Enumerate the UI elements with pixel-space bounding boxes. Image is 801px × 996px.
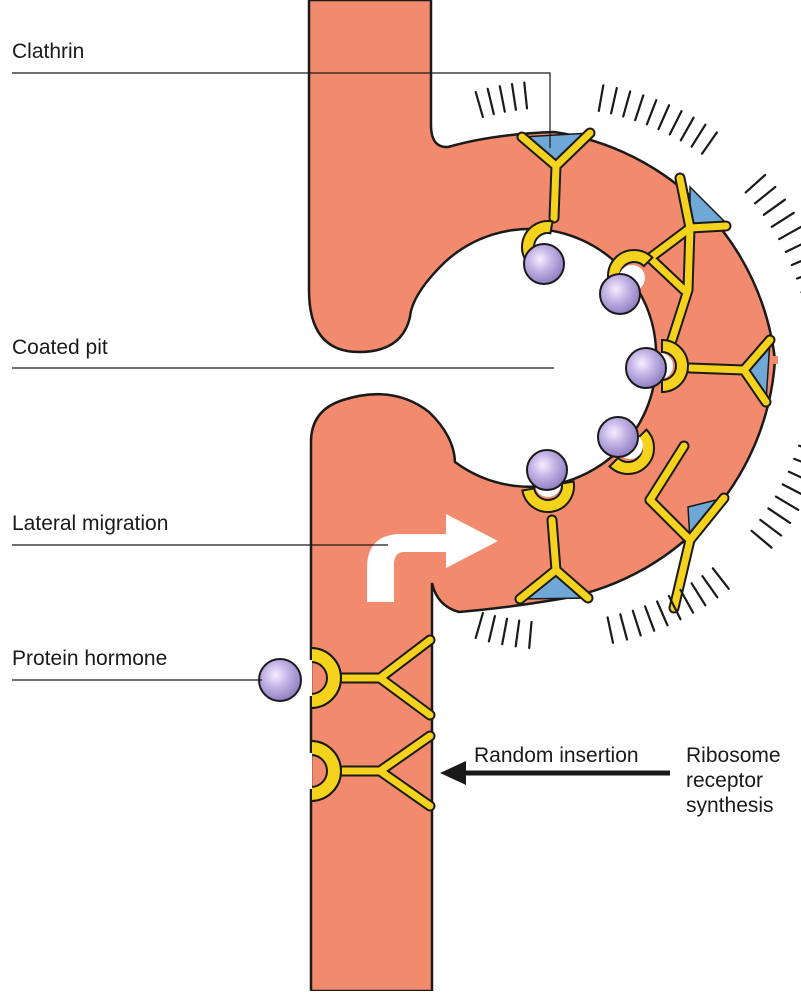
bristle — [670, 111, 682, 134]
bristle — [476, 613, 483, 638]
hormone-bound — [600, 274, 640, 314]
label-protein-hormone: Protein hormone — [12, 647, 167, 670]
bristle — [713, 568, 729, 589]
bristle — [746, 175, 765, 192]
bristle — [599, 85, 604, 111]
bristle — [488, 89, 494, 114]
bristle — [657, 602, 667, 626]
bristle — [760, 520, 781, 536]
bristle — [645, 606, 654, 630]
bristle — [512, 84, 516, 110]
hormone-bound — [626, 348, 666, 388]
bristle — [516, 621, 520, 647]
protein-hormone-free — [259, 659, 301, 701]
bristle — [529, 622, 531, 648]
label-coated-pit: Coated pit — [12, 336, 108, 359]
hormone-bound — [598, 417, 638, 457]
bristle — [500, 86, 505, 112]
bristle — [789, 472, 801, 483]
label-ribosome-line1: Ribosome — [686, 744, 781, 767]
hormone-bound — [524, 244, 564, 284]
bristle — [635, 95, 643, 120]
bristle — [702, 132, 717, 153]
bristle — [794, 459, 801, 468]
bristle — [768, 508, 790, 523]
bristle — [752, 531, 772, 548]
bristle — [502, 619, 507, 645]
membrane-upper — [309, 0, 775, 360]
bristle — [680, 590, 693, 613]
bristle — [702, 576, 717, 597]
label-lateral-migration: Lateral migration — [12, 512, 168, 535]
bristle — [608, 617, 613, 642]
bristle — [489, 616, 495, 641]
bristle — [623, 91, 630, 116]
label-ribosome-line2: receptor — [686, 769, 763, 792]
bristle — [783, 484, 801, 496]
bristle — [692, 125, 706, 147]
bristle — [681, 118, 694, 141]
clathrin-leader — [12, 73, 550, 148]
bristle — [764, 200, 785, 215]
bristle — [659, 105, 670, 129]
label-ribosome-line3: synthesis — [686, 794, 774, 817]
bristle — [692, 583, 706, 605]
bristle — [647, 100, 656, 124]
label-random-insertion: Random insertion — [474, 744, 639, 767]
bristle — [524, 83, 527, 109]
bristle — [633, 611, 641, 636]
bristle — [611, 88, 617, 113]
bristle — [792, 255, 801, 265]
bristle — [779, 226, 801, 239]
hormone-bound — [527, 450, 567, 490]
bristle — [772, 213, 794, 227]
bristle — [620, 614, 627, 639]
label-clathrin: Clathrin — [12, 40, 84, 63]
bristle — [786, 241, 801, 252]
bristle — [755, 187, 775, 203]
bristle — [476, 92, 483, 117]
bristle — [797, 270, 801, 279]
bristle — [776, 497, 798, 510]
